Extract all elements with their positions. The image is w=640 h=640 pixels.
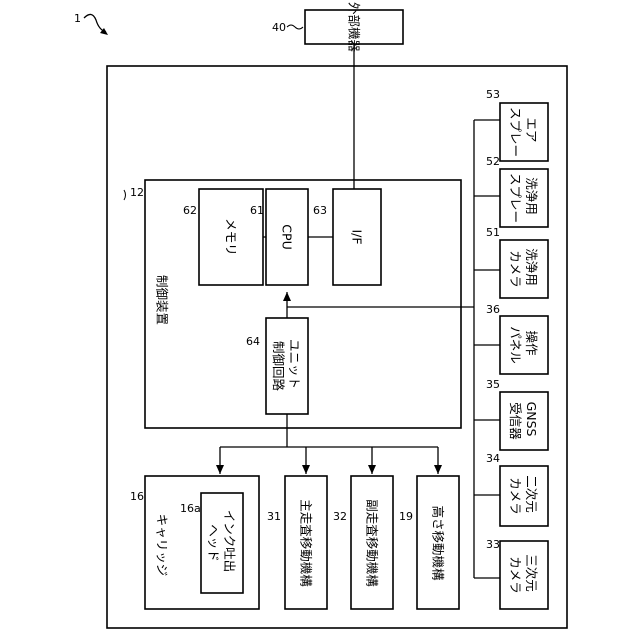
height-mechanism-label: 高さ移動機構	[431, 505, 446, 581]
gnss-receiver-ref: 35	[486, 378, 500, 391]
carriage-label: キャリッジ	[155, 514, 170, 577]
gnss-receiver-line2: 受信器	[509, 402, 524, 440]
cpu-label: CPU	[280, 224, 295, 249]
memory-label: メモリ	[224, 218, 239, 256]
external-device-ref-leader	[287, 25, 303, 29]
interface-ref: 63	[313, 204, 327, 217]
2d-camera-line2: カメラ	[509, 477, 524, 515]
air-spray-line2: スプレー	[509, 107, 524, 157]
2d-camera-label: 二次元 カメラ	[509, 475, 540, 517]
operation-panel-label: 操作 パネル	[509, 326, 540, 364]
3d-camera-line1: 三次元	[525, 554, 540, 592]
unit-control-circuit-line1: ユニット	[288, 339, 303, 389]
ink-head-ref: 16a	[180, 502, 201, 515]
cpu-ref: 61	[250, 204, 264, 217]
cleaning-spray-ref: 52	[486, 155, 500, 168]
cleaning-spray-line1: 洗浄用	[525, 177, 540, 215]
2d-camera-ref: 34	[486, 452, 500, 465]
control-device-ref: 12	[130, 186, 144, 199]
control-device-label: 制御装置	[155, 275, 170, 325]
cleaning-camera-line1: 洗浄用	[525, 248, 540, 286]
cleaning-camera-ref: 51	[486, 226, 500, 239]
3d-camera-label: 三次元 カメラ	[509, 554, 540, 596]
3d-camera-line2: カメラ	[509, 556, 524, 594]
external-device-ref: 40	[272, 21, 286, 34]
operation-panel-ref: 36	[486, 303, 500, 316]
unit-control-circuit-line2: 制御回路	[272, 341, 287, 392]
sub-scan-mechanism-ref: 32	[333, 510, 347, 523]
figure-reference-label: 1	[74, 12, 81, 25]
interface-label: I/F	[350, 229, 365, 244]
gnss-receiver-line1: GNSS	[525, 402, 540, 437]
air-spray-ref: 53	[486, 88, 500, 101]
2d-camera-line1: 二次元	[525, 475, 540, 513]
3d-camera-ref: 33	[486, 538, 500, 551]
ink-head-line2: ヘッド	[207, 524, 222, 562]
cleaning-spray-line2: スプレー	[509, 173, 524, 223]
main-scan-mechanism-label: 主走査移動機構	[299, 499, 314, 587]
carriage-ref: 16	[130, 490, 144, 503]
cleaning-camera-label: 洗浄用 カメラ	[509, 248, 540, 290]
air-spray-line1: エア	[525, 118, 540, 143]
unit-control-circuit-ref: 64	[246, 335, 260, 348]
operation-panel-line2: パネル	[509, 326, 524, 364]
operation-panel-line1: 操作	[525, 331, 540, 357]
figure-reference-leader	[84, 14, 106, 32]
cleaning-spray-label: 洗浄用 スプレー	[509, 173, 540, 223]
ink-head-line1: インク吐出	[223, 510, 238, 573]
sub-scan-mechanism-label: 副走査移動機構	[365, 499, 380, 587]
unit-control-circuit-label: ユニット 制御回路	[272, 339, 303, 393]
height-mechanism-ref: 19	[399, 510, 413, 523]
cleaning-camera-line2: カメラ	[509, 250, 524, 288]
gnss-receiver-label: GNSS 受信器	[509, 402, 540, 441]
main-scan-mechanism-ref: 31	[267, 510, 281, 523]
memory-ref: 62	[183, 204, 197, 217]
